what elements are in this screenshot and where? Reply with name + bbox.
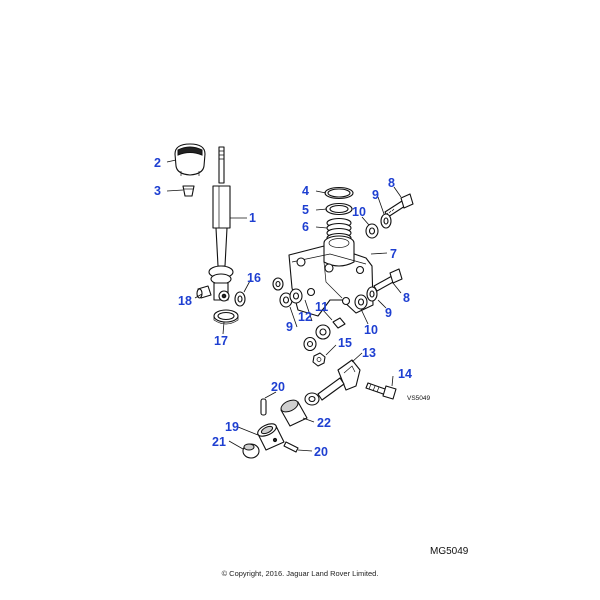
- callout-14: 14: [398, 367, 412, 381]
- part-20-pin-lower: [283, 441, 299, 453]
- callout-20-upper: 20: [271, 380, 285, 394]
- part-8-bolt-lower: [373, 268, 403, 292]
- part-7-housing: [288, 235, 374, 317]
- part-18-pin: [196, 285, 212, 299]
- callout-16: 16: [247, 271, 261, 285]
- part-19-coupling: [257, 423, 285, 451]
- callout-9-left: 9: [286, 320, 293, 334]
- callout-17: 17: [214, 334, 228, 348]
- callout-13: 13: [362, 346, 376, 360]
- copyright-notice: © Copyright, 2016. Jaguar Land Rover Lim…: [221, 569, 379, 578]
- part-5-ring: [325, 202, 353, 216]
- part-10-washer-upper: [365, 223, 379, 239]
- callout-6: 6: [302, 220, 309, 234]
- part-11-spacer: [332, 317, 346, 329]
- part-12-bush: [315, 324, 331, 340]
- part-9-washer-left: [272, 277, 303, 308]
- callout-10-lower: 10: [364, 323, 378, 337]
- part-13-selector-lever: [304, 359, 361, 406]
- part-17-bush: [213, 309, 239, 325]
- callout-9-upper: 9: [372, 188, 379, 202]
- callout-10-upper: 10: [352, 205, 366, 219]
- part-16-washer: [234, 291, 246, 307]
- view-reference: VS5049: [407, 395, 431, 402]
- callout-8-upper: 8: [388, 176, 395, 190]
- callout-1: 1: [249, 211, 256, 225]
- part-14-bolt: [365, 382, 397, 400]
- part-20-pin-upper: [260, 398, 267, 416]
- callout-8-lower: 8: [403, 291, 410, 305]
- callout-22: 22: [317, 416, 331, 430]
- callout-18: 18: [178, 294, 192, 308]
- part-2-gear-knob: [174, 143, 206, 176]
- part-4-ring: [324, 186, 354, 200]
- callout-9-right: 9: [385, 306, 392, 320]
- callout-21: 21: [212, 435, 226, 449]
- part-22-sleeve: [280, 399, 308, 427]
- callout-20-lower: 20: [314, 445, 328, 459]
- callout-19: 19: [225, 420, 239, 434]
- part-9-washer-upper: [380, 213, 392, 229]
- part-15-nut: [312, 352, 326, 367]
- callout-7: 7: [390, 247, 397, 261]
- drawing-code: MG5049: [430, 546, 469, 557]
- callout-3: 3: [154, 184, 161, 198]
- part-9-washer-right: [366, 286, 378, 302]
- part-21-cap: [242, 443, 260, 459]
- callout-4: 4: [302, 184, 309, 198]
- callouts: 1 2 3 4 5 6 7 8 8 9 9 9 10 10 11 12 13 1…: [154, 156, 431, 459]
- part-9-washer-bottom: [303, 336, 317, 352]
- callout-12: 12: [298, 310, 312, 324]
- callout-15: 15: [338, 336, 352, 350]
- callout-11: 11: [315, 300, 328, 314]
- callout-5: 5: [302, 203, 309, 217]
- part-8-bolt-upper: [384, 193, 414, 218]
- leader-lines: [166, 159, 402, 452]
- callout-2: 2: [154, 156, 161, 170]
- part-3-insert: [182, 185, 195, 197]
- part-10-washer-right: [354, 294, 368, 310]
- part-1-gear-lever: [208, 146, 234, 302]
